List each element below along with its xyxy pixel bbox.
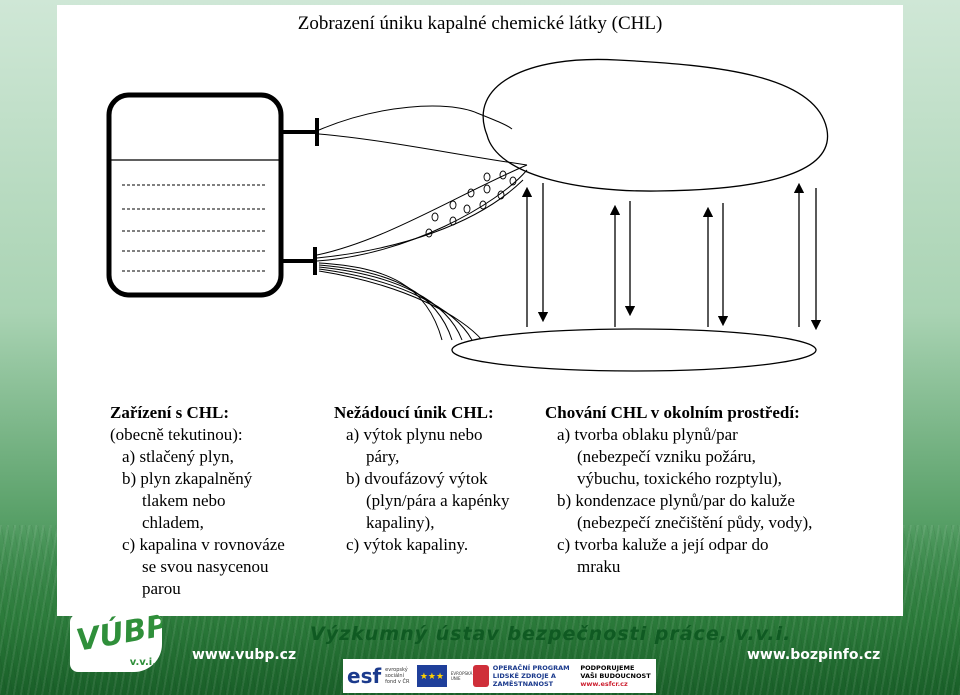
column-heading: Chování CHL v okolním prostředí: [545,403,800,422]
text-line: a) stlačený plyn, [122,447,234,466]
text-line: (nebezpečí vzniku požáru, [577,447,756,466]
vubp-logo: VÚBP v.v.i. [70,614,162,672]
tank-liquid-lines [122,184,267,272]
droplets [425,170,517,238]
support-url: www.esfcr.cz [580,680,628,688]
two-phase-plume-top [316,164,528,256]
column-heading: Zařízení s CHL: [110,403,229,422]
sponsor-logos: esf evropský sociální fond v ČR ★★★ EVRO… [343,659,656,693]
text-line: b) dvoufázový výtok [346,469,488,488]
text-line: (nebezpečí znečištění půdy, vody), [577,513,813,532]
upper-valve [281,118,319,146]
text-line: tlakem nebo [142,491,226,510]
text-line: b) plyn zkapalněný [122,469,253,488]
text-line: se svou nasycenou [142,557,269,576]
text-line: c) kapalina v rovnováze [122,535,285,554]
text-line: kapaliny), [366,513,435,532]
vapor-cloud [482,58,829,192]
column-behavior: Chování CHL v okolním prostředí: a) tvor… [545,402,812,578]
text-line: páry, [366,447,400,466]
support-text: PODPORUJEME VAŠI BUDOUCNOST [580,664,651,680]
column-equipment: Zařízení s CHL: (obecně tekutinou): a) s… [110,402,285,600]
op-text: OPERAČNÍ PROGRAM LIDSKÉ ZDROJE A ZAMĚSTN… [492,664,570,688]
text-line: a) výtok plynu nebo [346,425,483,444]
text-line: chladem, [142,513,204,532]
column-heading: Nežádoucí únik CHL: [334,403,494,422]
logo-subtitle: v.v.i. [129,657,156,668]
eu-flag-icon: ★★★ [417,665,447,687]
eu-note: EVROPSKÁ UNIE [450,671,473,681]
institute-name: Výzkumný ústav bezpečnosti práce, v.v.i. [310,623,792,645]
column-leak: Nežádoucí únik CHL: a) výtok plynu nebo … [334,402,510,556]
exchange-arrows [521,182,822,331]
vubp-url-link[interactable]: www.vubp.cz [192,647,297,663]
slide-title: Zobrazení úniku kapalné chemické látky (… [297,13,663,34]
esf-logo: esf [347,664,382,688]
slide-canvas: Zobrazení úniku kapalné chemické látky (… [57,5,903,616]
text-line: (obecně tekutinou): [110,425,243,444]
text-line: c) výtok kapaliny. [346,535,469,554]
text-line: b) kondenzace plynů/par do kaluže [557,491,795,510]
text-line: parou [142,579,181,598]
esf-note: evropský sociální fond v ČR [385,667,410,685]
text-line: (plyn/pára a kapénky [366,491,510,510]
support-block: PODPORUJEME VAŠI BUDOUCNOST www.esfcr.cz [580,664,652,688]
lower-valve [281,247,317,275]
liquid-puddle [451,328,817,372]
bozpinfo-url-link[interactable]: www.bozpinfo.cz [747,647,881,663]
leak-diagram [106,58,829,372]
gas-plume-bottom [318,133,528,166]
logo-mark: VÚBP [73,614,162,659]
op-logo-icon [472,665,489,687]
text-line: mraku [577,557,621,576]
text-line: výbuchu, toxického rozptylu), [577,469,782,488]
tank [106,92,284,298]
text-line: a) tvorba oblaku plynů/par [557,425,738,444]
two-phase-plume-inner [316,169,528,262]
text-line: c) tvorba kaluže a její odpar do [557,535,769,554]
gas-plume-top [318,105,513,131]
liquid-stream [318,262,483,341]
